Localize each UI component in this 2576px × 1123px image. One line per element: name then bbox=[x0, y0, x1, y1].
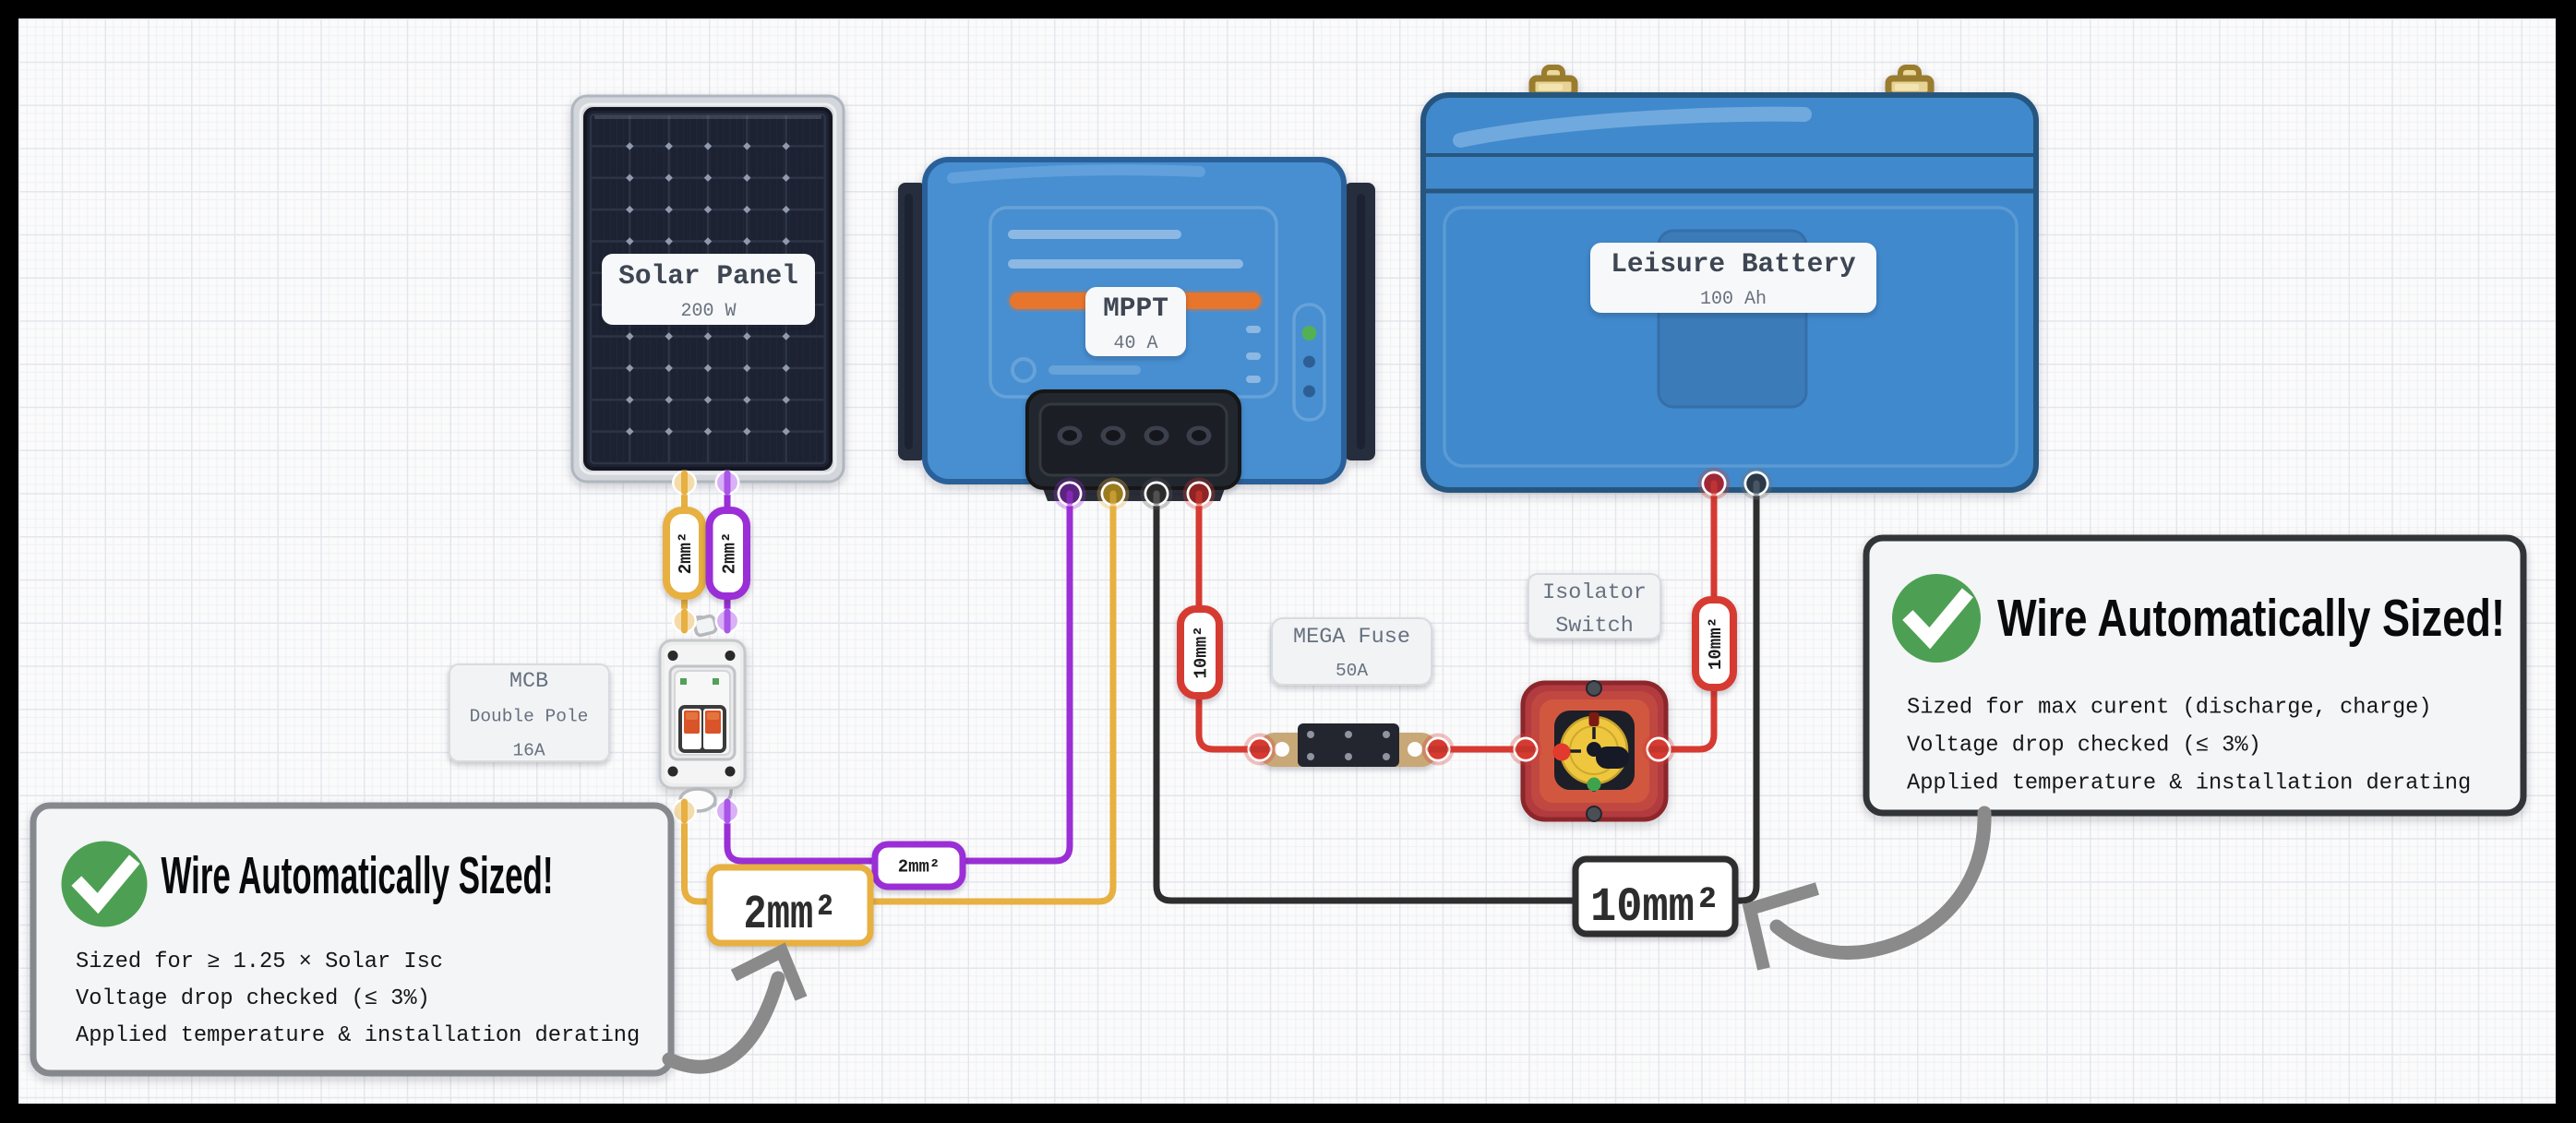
svg-text:2mm²: 2mm² bbox=[898, 857, 941, 878]
svg-text:MPPT: MPPT bbox=[1103, 293, 1168, 324]
svg-text:2mm²: 2mm² bbox=[676, 532, 696, 575]
svg-text:16A: 16A bbox=[512, 741, 545, 761]
svg-text:Sized for ≥ 1.25 × Solar Isc: Sized for ≥ 1.25 × Solar Isc bbox=[76, 950, 443, 974]
svg-text:Wire Automatically Sized!: Wire Automatically Sized! bbox=[1997, 589, 2505, 648]
svg-text:Switch: Switch bbox=[1555, 614, 1634, 639]
svg-text:2mm²: 2mm² bbox=[744, 888, 837, 942]
svg-text:10mm²: 10mm² bbox=[1590, 880, 1720, 935]
svg-text:Isolator: Isolator bbox=[1542, 580, 1647, 605]
svg-text:Wire Automatically Sized!: Wire Automatically Sized! bbox=[162, 846, 554, 905]
svg-text:10mm²: 10mm² bbox=[1192, 626, 1212, 678]
svg-text:Double Pole: Double Pole bbox=[470, 707, 589, 727]
svg-text:Applied temperature & installa: Applied temperature & installation derat… bbox=[1907, 771, 2471, 796]
svg-text:2mm²: 2mm² bbox=[719, 532, 739, 575]
svg-text:40 A: 40 A bbox=[1113, 333, 1157, 354]
svg-text:10mm²: 10mm² bbox=[1706, 617, 1726, 670]
svg-text:Voltage drop checked (≤ 3%): Voltage drop checked (≤ 3%) bbox=[1907, 734, 2261, 759]
svg-text:MEGA Fuse: MEGA Fuse bbox=[1293, 625, 1410, 650]
svg-text:50A: 50A bbox=[1336, 661, 1368, 681]
svg-text:200 W: 200 W bbox=[680, 301, 736, 322]
svg-text:MCB: MCB bbox=[509, 669, 548, 694]
svg-text:Applied temperature & installa: Applied temperature & installation derat… bbox=[76, 1023, 640, 1048]
svg-text:Leisure Battery: Leisure Battery bbox=[1611, 248, 1856, 280]
svg-text:Sized for max curent (discharg: Sized for max curent (discharge, charge) bbox=[1907, 696, 2432, 721]
svg-text:Voltage drop checked (≤ 3%): Voltage drop checked (≤ 3%) bbox=[76, 986, 430, 1011]
svg-text:Solar Panel: Solar Panel bbox=[618, 260, 798, 292]
svg-text:100 Ah: 100 Ah bbox=[1700, 289, 1767, 310]
